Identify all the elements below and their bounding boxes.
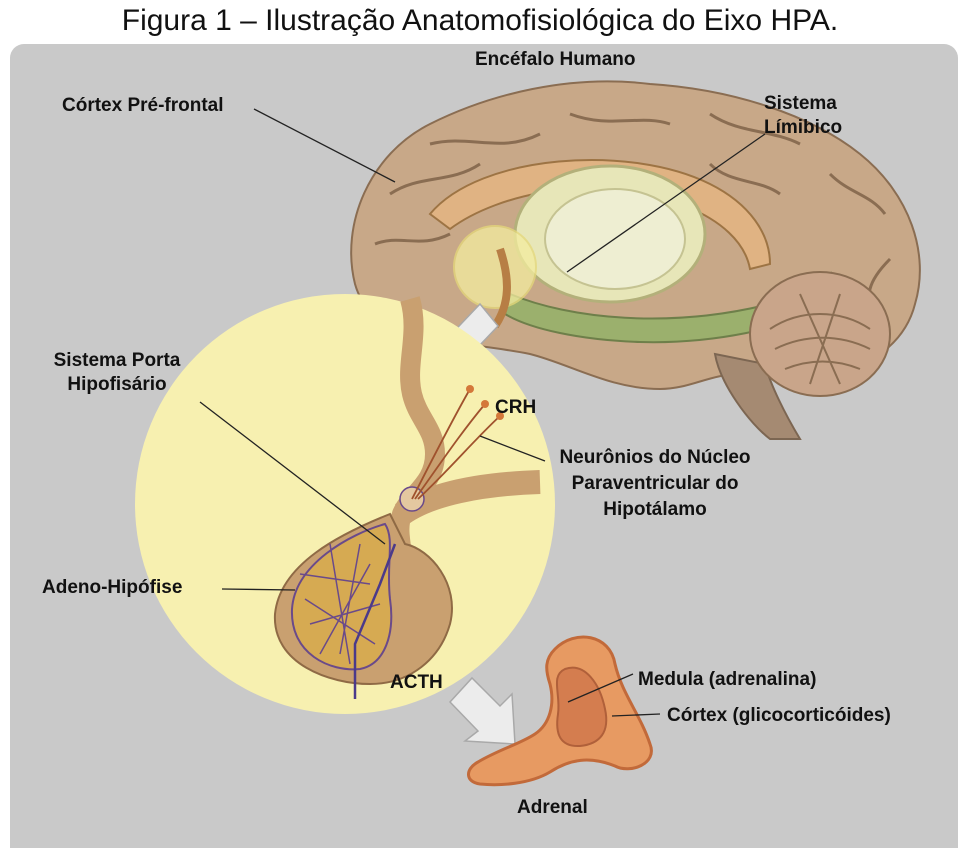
label-neuronios-line2: Paraventricular do [550, 472, 760, 495]
label-encefalo-humano: Encéfalo Humano [475, 48, 635, 71]
label-adrenal: Adrenal [517, 796, 588, 819]
label-sistema-limbico-line1: Sistema [764, 92, 837, 115]
label-sistema-porta-line2: Hipofisário [42, 373, 192, 396]
label-adeno-hipofise: Adeno-Hipófise [42, 576, 182, 599]
label-medula: Medula (adrenalina) [638, 668, 816, 691]
label-crh: CRH [495, 396, 536, 419]
label-acth: ACTH [390, 671, 443, 694]
diagram-panel: Encéfalo Humano Córtex Pré-frontal Siste… [10, 44, 958, 848]
label-cortex-pre-frontal: Córtex Pré-frontal [62, 94, 224, 117]
leader-cortex-pre-frontal [254, 109, 395, 182]
label-sistema-limbico-line2: Límibico [764, 116, 842, 139]
label-sistema-porta-line1: Sistema Porta [42, 349, 192, 372]
arrow-down-right-icon [450, 678, 515, 744]
label-neuronios-line3: Hipotálamo [550, 498, 760, 521]
label-neuronios-line1: Neurônios do Núcleo [550, 446, 760, 469]
figure-caption: Figura 1 – Ilustração Anatomofisiológica… [0, 4, 960, 38]
label-cortex-glicocorticoides: Córtex (glicocorticóides) [667, 704, 891, 727]
hpa-axis-illustration [10, 44, 958, 848]
